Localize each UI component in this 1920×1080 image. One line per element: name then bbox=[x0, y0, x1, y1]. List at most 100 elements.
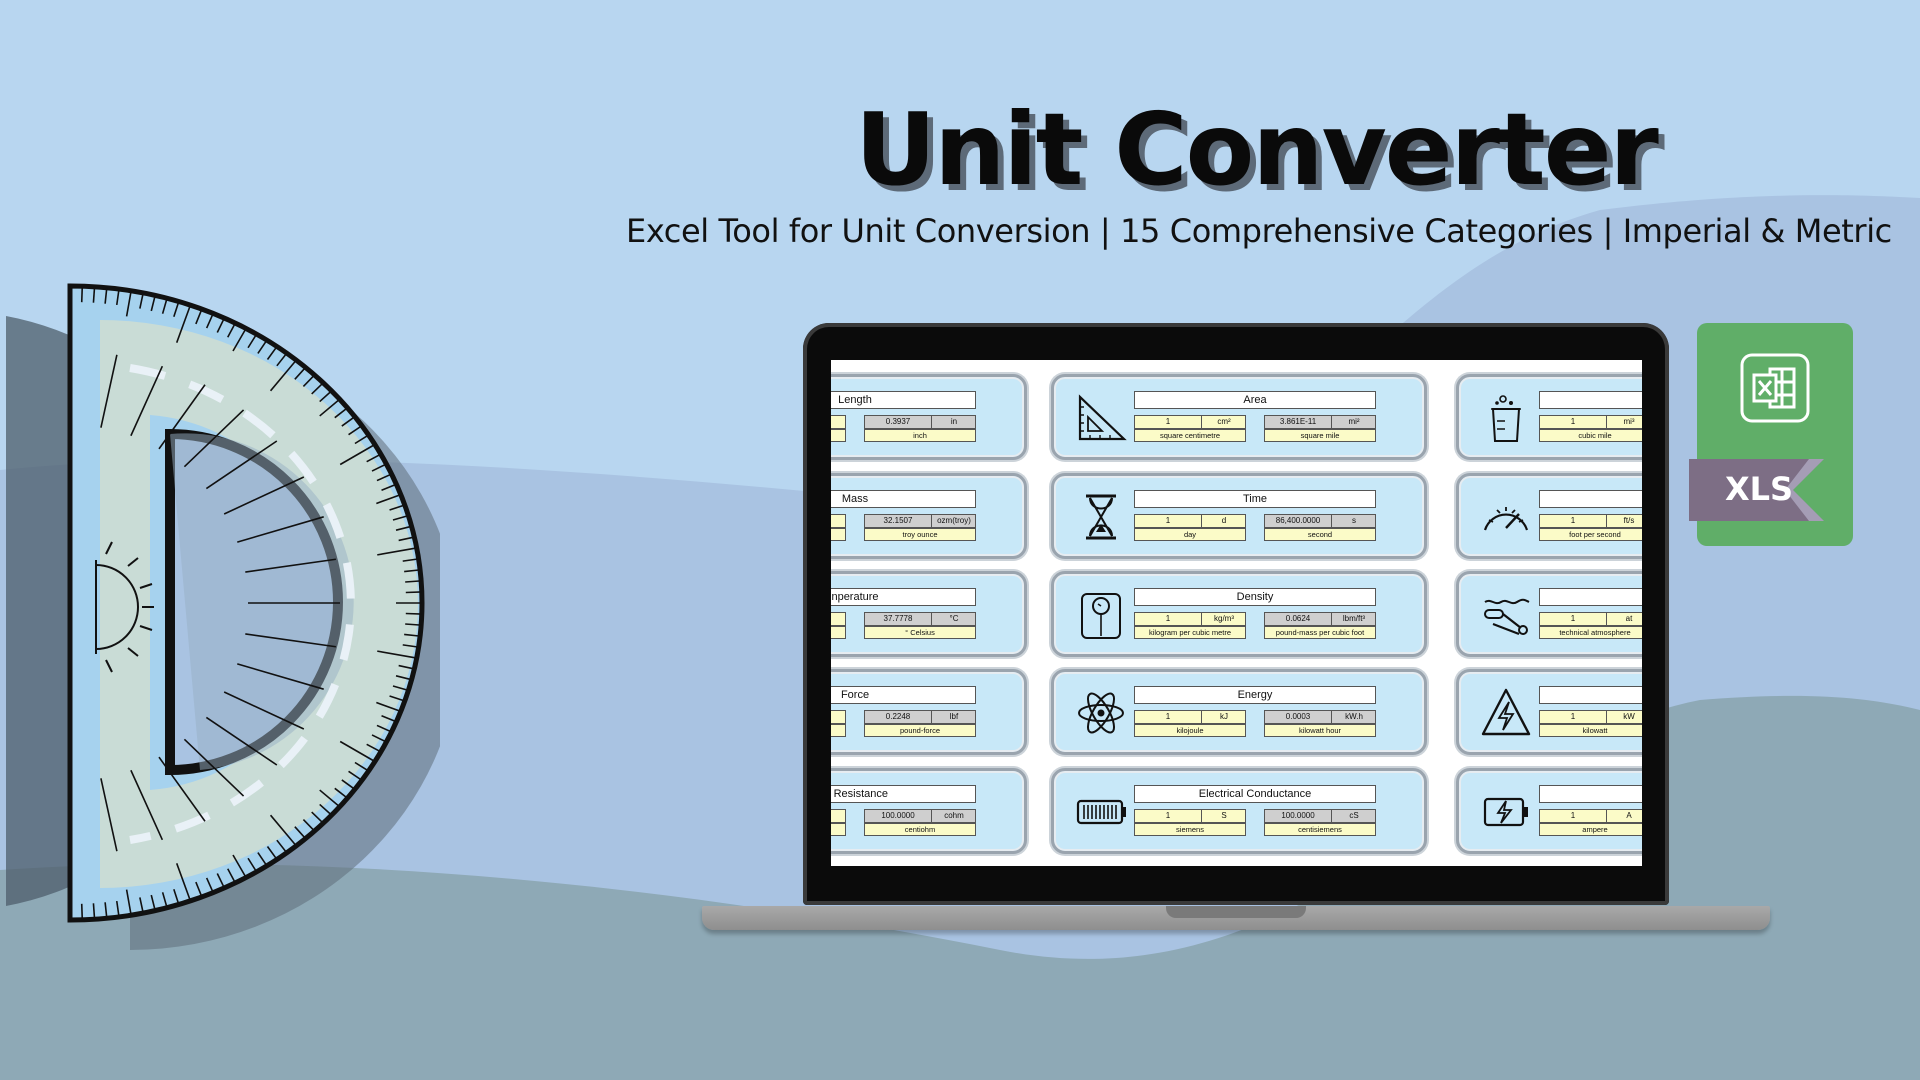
protractor-degree-line bbox=[183, 409, 245, 468]
value-unit: s bbox=[1331, 515, 1376, 527]
hourglass-icon bbox=[1086, 494, 1116, 540]
protractor-tick bbox=[269, 814, 297, 847]
value-cell[interactable] bbox=[831, 612, 846, 626]
protractor-tick bbox=[376, 473, 392, 482]
value-unit: S bbox=[1201, 810, 1246, 822]
value-number: 86,400.0000 bbox=[1275, 516, 1321, 525]
value-number: 0.2248 bbox=[885, 712, 911, 721]
value-number: 1 bbox=[1570, 811, 1576, 820]
protractor-tick bbox=[405, 580, 422, 583]
value-unit: d bbox=[1201, 515, 1246, 527]
unit-name-cell: square centimetre bbox=[1134, 429, 1246, 442]
protractor-tick bbox=[319, 398, 341, 417]
category-title: Density bbox=[1134, 588, 1376, 606]
unit-card[interactable]: P1attechnical atmosphere bbox=[1456, 571, 1642, 657]
protractor-tick bbox=[173, 889, 180, 905]
protractor-tick bbox=[247, 857, 258, 873]
protractor-tick bbox=[266, 346, 278, 360]
value-number: 0.0624 bbox=[1285, 614, 1311, 623]
value-cell[interactable] bbox=[831, 710, 846, 724]
protractor-tick bbox=[348, 425, 363, 436]
value-cell[interactable]: 37.7778°C bbox=[864, 612, 976, 626]
value-unit bbox=[831, 613, 846, 625]
unit-name-cell bbox=[831, 724, 846, 737]
value-number: 37.7778 bbox=[883, 614, 913, 623]
value-number: 1 bbox=[1165, 614, 1171, 623]
protractor-degree-line bbox=[100, 778, 118, 852]
protractor-icon bbox=[6, 283, 440, 950]
protractor-tick bbox=[276, 352, 288, 367]
xls-ribbon bbox=[1689, 459, 1824, 521]
value-cell[interactable]: 1 kg/m³ bbox=[1134, 612, 1246, 626]
value-number: 0.3937 bbox=[885, 417, 911, 426]
protractor-tick bbox=[269, 359, 297, 392]
protractor-tick bbox=[294, 366, 307, 380]
protractor-degree-line bbox=[130, 365, 164, 437]
unit-name-cell: day bbox=[1134, 528, 1246, 541]
unit-card[interactable]: Electr1Aampere bbox=[1456, 768, 1642, 854]
value-unit bbox=[831, 810, 846, 822]
protractor-tick bbox=[139, 897, 144, 914]
atom-icon bbox=[1078, 692, 1124, 734]
unit-card[interactable]: I1kWkilowatt bbox=[1456, 669, 1642, 755]
value-cell[interactable]: 86,400.0000 s bbox=[1264, 514, 1376, 528]
value-cell[interactable] bbox=[831, 809, 846, 823]
protractor-tick bbox=[294, 826, 307, 840]
protractor-tick bbox=[402, 558, 419, 562]
protractor-tick bbox=[80, 286, 84, 303]
value-unit: kg/m³ bbox=[1201, 613, 1246, 625]
protractor-tick bbox=[92, 286, 96, 303]
value-unit bbox=[831, 515, 846, 527]
pressure-icon bbox=[1484, 598, 1530, 636]
category-title: Length bbox=[831, 391, 976, 409]
value-cell[interactable]: 0.3937 in bbox=[864, 415, 976, 429]
value-cell[interactable] bbox=[831, 415, 846, 429]
value-number: 1 bbox=[1165, 811, 1171, 820]
protractor-tick bbox=[115, 900, 120, 918]
protractor-tick bbox=[398, 664, 415, 670]
protractor-tick bbox=[257, 339, 268, 354]
unit-card[interactable]: V1mi³cubic mile bbox=[1456, 374, 1642, 460]
unit-name-cell bbox=[831, 429, 846, 442]
protractor-tick bbox=[205, 877, 214, 893]
protractor-tick bbox=[405, 591, 422, 594]
protractor-tick bbox=[175, 863, 192, 902]
value-cell[interactable] bbox=[831, 514, 846, 528]
unit-name-cell: cubic mile bbox=[1539, 429, 1642, 442]
page-title: Unit Converter bbox=[855, 91, 1659, 208]
category-title: Area bbox=[1134, 391, 1376, 409]
category-title: V bbox=[1539, 490, 1642, 508]
protractor-tick bbox=[377, 650, 417, 659]
value-unit: at bbox=[1606, 613, 1642, 625]
value-unit: in bbox=[931, 416, 976, 428]
protractor-tick bbox=[216, 873, 226, 889]
